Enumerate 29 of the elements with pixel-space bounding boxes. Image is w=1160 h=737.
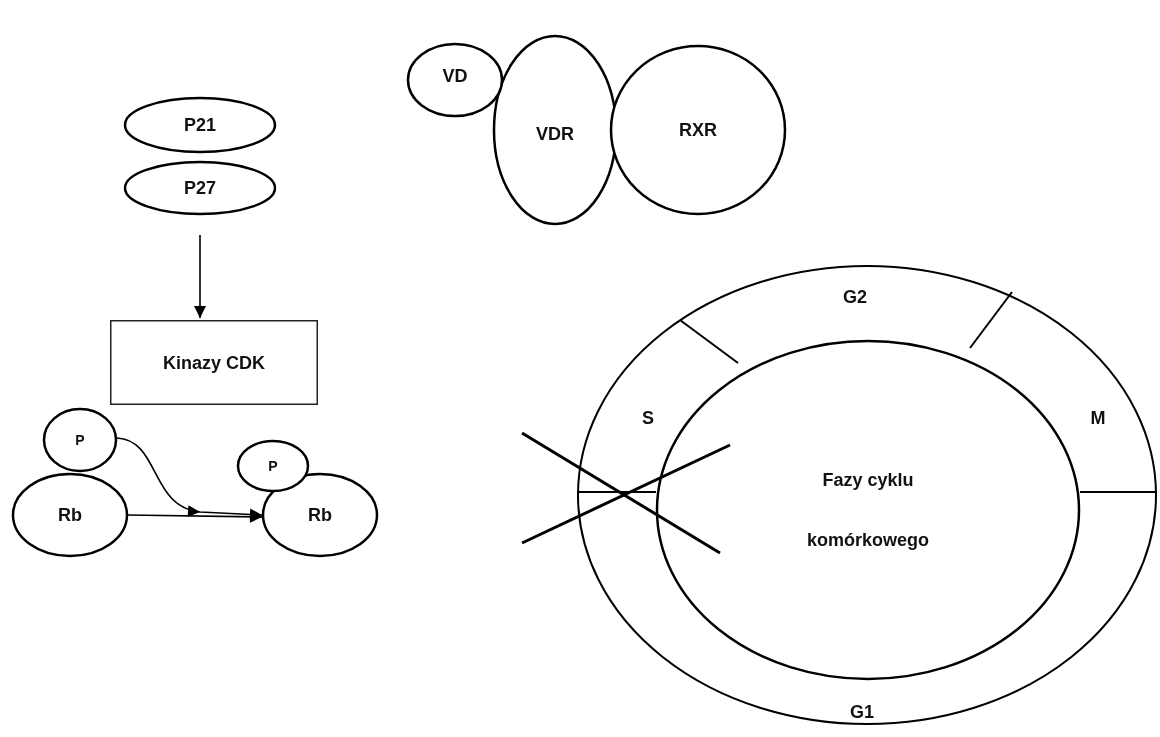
- arrow: [116, 437, 263, 520]
- protein-ellipse: [610, 45, 786, 215]
- protein-ellipse: [407, 43, 503, 117]
- phase-label: M: [1090, 407, 1106, 429]
- node-label: P: [268, 458, 278, 474]
- protein-ellipse: [12, 473, 128, 557]
- node-label: Rb: [58, 504, 82, 526]
- node-label: P21: [184, 114, 216, 136]
- node-label: RXR: [679, 119, 717, 141]
- protein-ellipse: [124, 97, 276, 153]
- phase-label: S: [642, 407, 654, 429]
- node-label: P27: [184, 177, 216, 199]
- node-label: VD: [442, 65, 468, 87]
- node-label: Fazy cyklu komórkowego: [806, 469, 930, 552]
- node-label: P: [75, 432, 85, 448]
- cell-cycle-ring: [577, 265, 1157, 725]
- phosphate-circle: [43, 408, 117, 472]
- process-box: [110, 320, 318, 405]
- node-label: Rb: [308, 504, 332, 526]
- protein-ellipse: [262, 473, 378, 557]
- phosphate-circle: [237, 440, 309, 492]
- protein-ellipse: [124, 161, 276, 215]
- node-label: Kinazy CDK: [163, 352, 265, 373]
- node-label: VDR: [536, 123, 574, 145]
- cell-cycle-center: [656, 340, 1080, 680]
- protein-ellipse: [493, 35, 617, 225]
- arrow: [194, 234, 206, 319]
- phase-label: G2: [843, 286, 867, 308]
- phase-label: G1: [850, 701, 874, 723]
